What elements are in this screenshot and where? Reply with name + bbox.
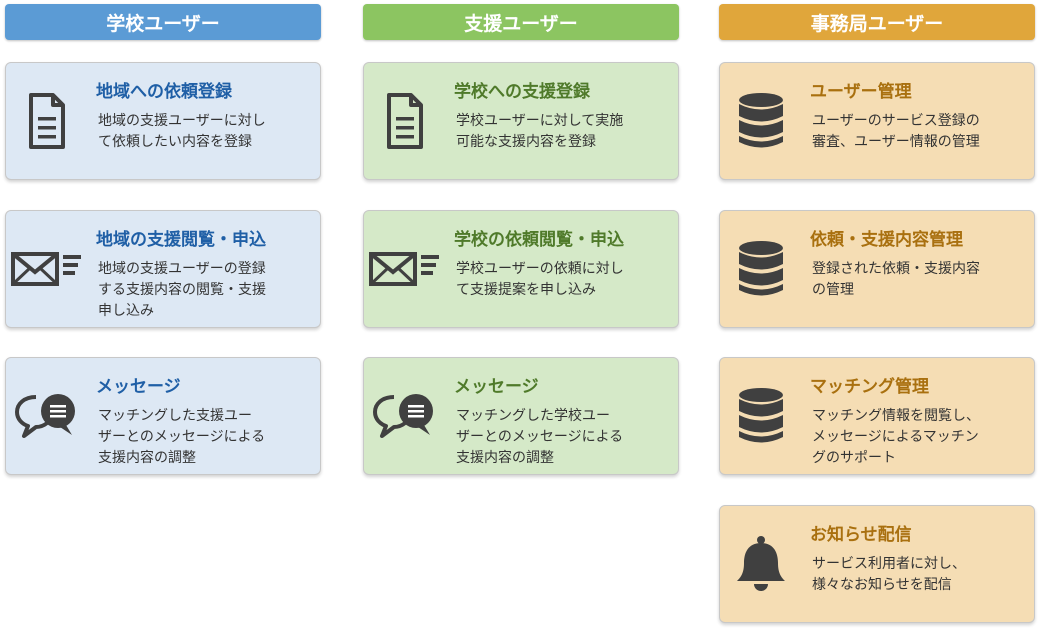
card-title: ユーザー管理 xyxy=(810,82,912,102)
card-title: 地域への依頼登録 xyxy=(96,82,232,102)
database-icon xyxy=(720,358,802,474)
document-icon xyxy=(6,63,88,179)
card-title: 学校の依頼閲覧・申込 xyxy=(454,230,624,250)
card-title: メッセージ xyxy=(454,377,539,397)
card-matching-management: マッチング管理 マッチング情報を閲覧し、 メッセージによるマッチン グのサポート xyxy=(719,357,1035,475)
card-title: メッセージ xyxy=(96,377,181,397)
card-title: マッチング管理 xyxy=(810,377,929,397)
card-user-management: ユーザー管理 ユーザーのサービス登録の 審査、ユーザー情報の管理 xyxy=(719,62,1035,180)
card-message: メッセージ マッチングした学校ユー ザーとのメッセージによる 支援内容の調整 xyxy=(363,357,679,475)
card-description: 地域の支援ユーザーの登録 する支援内容の閲覧・支援 申し込み xyxy=(98,261,266,319)
card-title: 地域の支援閲覧・申込 xyxy=(96,230,266,250)
card-title: 依頼・支援内容管理 xyxy=(810,230,963,250)
envelope-icon xyxy=(364,211,446,327)
header-office-user: 事務局ユーザー xyxy=(719,4,1035,40)
chat-icon xyxy=(364,358,446,474)
card-description: マッチング情報を閲覧し、 メッセージによるマッチン グのサポート xyxy=(812,408,980,466)
card-notification-delivery: お知らせ配信 サービス利用者に対し、 様々なお知らせを配信 xyxy=(719,505,1035,623)
chat-icon xyxy=(6,358,88,474)
database-icon xyxy=(720,63,802,179)
header-school-user: 学校ユーザー xyxy=(5,4,321,40)
card-description: 登録された依頼・支援内容 の管理 xyxy=(812,261,980,298)
card-description: 学校ユーザーに対して実施 可能な支援内容を登録 xyxy=(456,113,624,150)
card-support-registration: 学校への支援登録 学校ユーザーに対して実施 可能な支援内容を登録 xyxy=(363,62,679,180)
card-description: マッチングした支援ユー ザーとのメッセージによる 支援内容の調整 xyxy=(98,408,266,466)
card-message: メッセージ マッチングした支援ユー ザーとのメッセージによる 支援内容の調整 xyxy=(5,357,321,475)
card-support-browse-apply: 地域の支援閲覧・申込 地域の支援ユーザーの登録 する支援内容の閲覧・支援 申し込… xyxy=(5,210,321,328)
card-request-browse-apply: 学校の依頼閲覧・申込 学校ユーザーの依頼に対し て支援提案を申し込み xyxy=(363,210,679,328)
card-description: マッチングした学校ユー ザーとのメッセージによる 支援内容の調整 xyxy=(456,408,624,466)
card-description: サービス利用者に対し、 様々なお知らせを配信 xyxy=(812,556,966,593)
bell-icon xyxy=(720,506,802,622)
card-title: 学校への支援登録 xyxy=(454,82,590,102)
card-content-management: 依頼・支援内容管理 登録された依頼・支援内容 の管理 xyxy=(719,210,1035,328)
card-description: 学校ユーザーの依頼に対し て支援提案を申し込み xyxy=(456,261,624,298)
card-description: ユーザーのサービス登録の 審査、ユーザー情報の管理 xyxy=(812,113,980,150)
card-request-registration: 地域への依頼登録 地域の支援ユーザーに対し て依頼したい内容を登録 xyxy=(5,62,321,180)
header-support-user: 支援ユーザー xyxy=(363,4,679,40)
envelope-icon xyxy=(6,211,88,327)
document-icon xyxy=(364,63,446,179)
card-title: お知らせ配信 xyxy=(810,525,912,545)
database-icon xyxy=(720,211,802,327)
card-description: 地域の支援ユーザーに対し て依頼したい内容を登録 xyxy=(98,113,266,150)
